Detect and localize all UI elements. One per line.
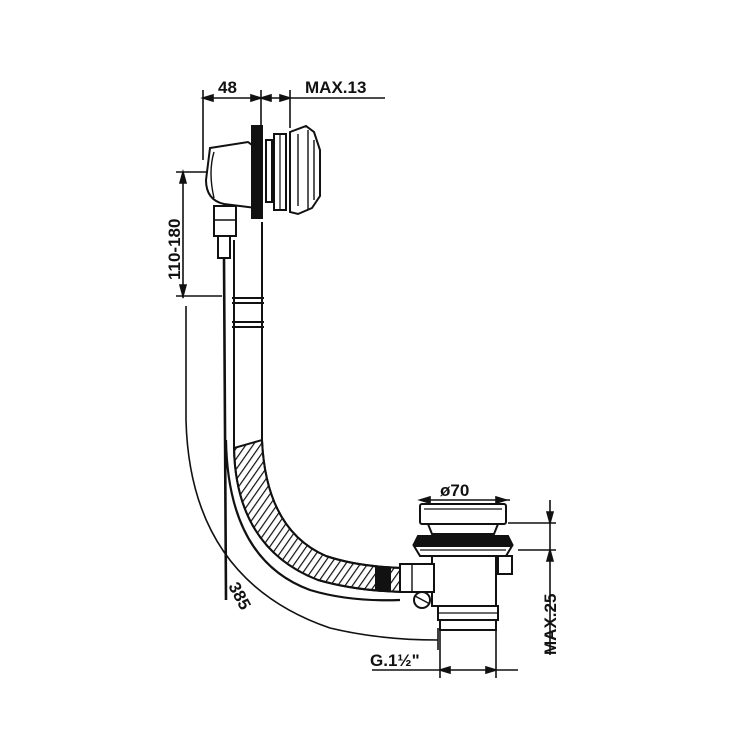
- overflow-head: [204, 124, 321, 219]
- dim-thread-g-1-1-2: G.1½": [370, 651, 420, 670]
- dim-110-180: 110-180: [165, 219, 184, 280]
- dim-diameter-70: ø70: [440, 481, 469, 500]
- dimension-lines: [176, 90, 556, 678]
- control-rod: [224, 439, 401, 602]
- dim-48: 48: [218, 78, 237, 97]
- drain-assembly: [375, 503, 514, 631]
- dim-385: 385: [224, 579, 254, 613]
- dim-max-13: MAX.13: [305, 78, 366, 97]
- overflow-pipe: [213, 205, 413, 601]
- dim-max-25: MAX.25: [541, 594, 560, 655]
